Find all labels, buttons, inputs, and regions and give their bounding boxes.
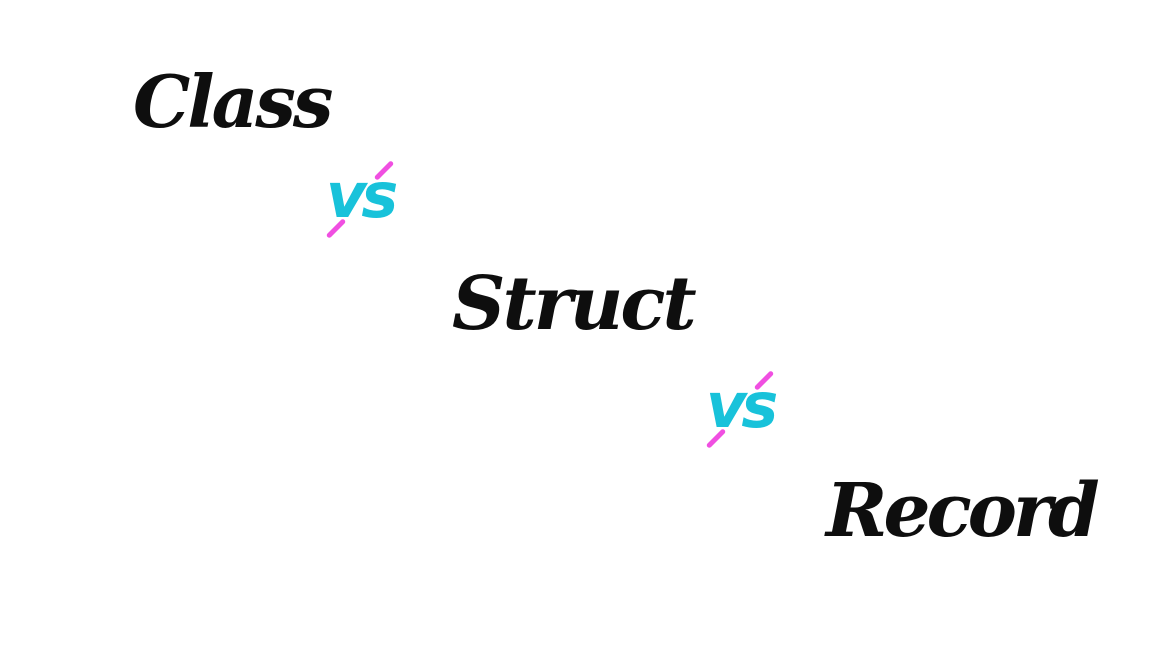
vs-separator-1: vs [320,153,406,239]
vs-label-1: vs [326,159,398,232]
title-struct: Struct [452,261,697,347]
title-record: Record [826,468,1100,554]
vs-label-2: vs [706,369,778,442]
title-class: Class [133,59,333,144]
vs-separator-2: vs [700,363,786,449]
